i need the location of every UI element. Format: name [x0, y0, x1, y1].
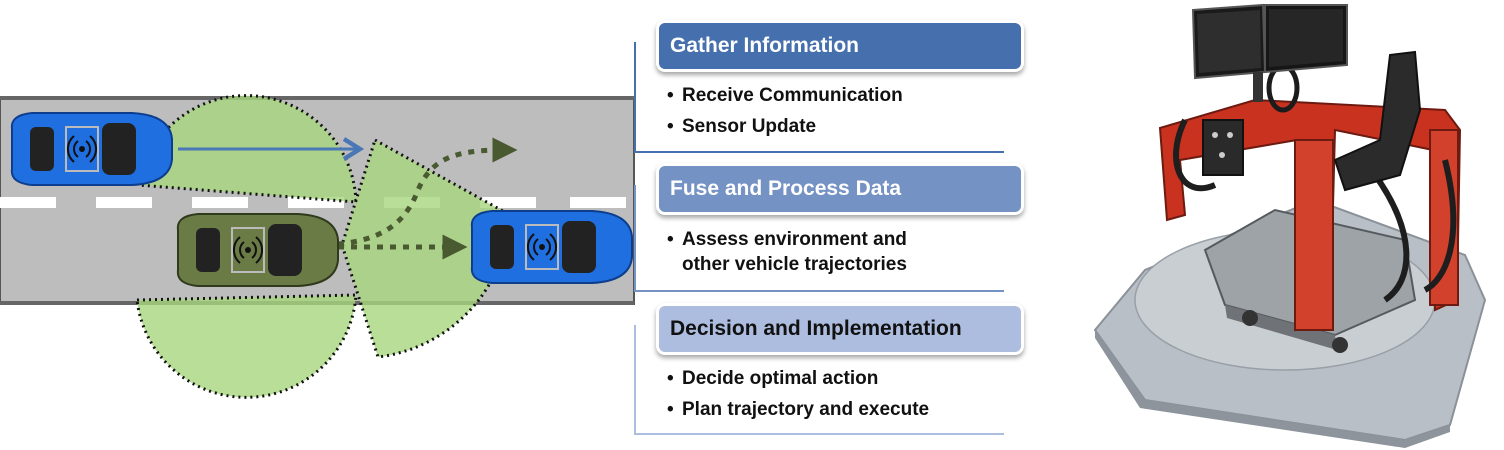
stage-header: Fuse and Process Data: [656, 163, 1024, 215]
bullet-item: Decide optimal action: [667, 363, 929, 394]
bullet-item: Sensor Update: [667, 111, 903, 142]
stage-bullet-list: Assess environment and other vehicle tra…: [667, 227, 907, 277]
stage-bullet-list: Receive Communication Sensor Update: [667, 80, 903, 142]
simulator-monitors: [1191, 3, 1348, 102]
front-right-sensor-zone: [340, 137, 512, 359]
connected-car-left: [10, 112, 173, 186]
stage-header: Gather Information: [656, 20, 1024, 72]
stage-bullet-list: Decide optimal action Plan trajectory an…: [667, 363, 929, 425]
stage-header: Decision and Implementation: [656, 303, 1024, 355]
rear-sensor-zone: [135, 293, 358, 399]
bullet-item: Plan trajectory and execute: [667, 394, 929, 425]
stage-title: Fuse and Process Data: [670, 177, 902, 200]
ego-car: [176, 213, 339, 287]
stage-title: Gather Information: [670, 34, 860, 57]
simulator-seat: [1333, 50, 1422, 192]
bullet-item: Assess environment and other vehicle tra…: [667, 227, 907, 277]
road-scene-diagram: [0, 94, 635, 399]
stage-title: Decision and Implementation: [670, 317, 962, 340]
bullet-item: Receive Communication: [667, 80, 903, 111]
connected-car-right: [470, 210, 633, 284]
driving-simulator-image: [1093, 3, 1487, 448]
